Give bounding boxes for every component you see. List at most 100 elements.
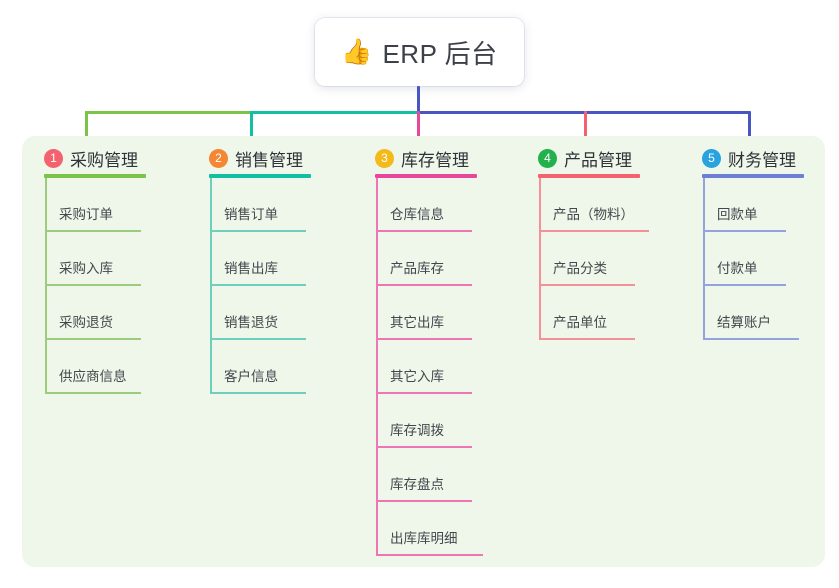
leaf-item[interactable]: 销售订单	[210, 178, 306, 232]
column-badge-5: 5	[702, 149, 721, 168]
column-badge-2: 2	[209, 149, 228, 168]
leaf-item[interactable]: 付款单	[703, 232, 786, 286]
bus-segment-teal	[250, 111, 418, 114]
drop-stub-column-5	[748, 111, 751, 145]
leaf-label: 回款单	[717, 207, 758, 222]
leaf-underline	[45, 230, 141, 232]
leaf-item[interactable]: 销售出库	[210, 232, 306, 286]
leaf-item[interactable]: 采购退货	[45, 286, 141, 340]
leaf-label: 库存盘点	[390, 477, 444, 492]
column-header-3[interactable]: 3 库存管理	[375, 146, 469, 171]
leaf-item[interactable]: 库存盘点	[376, 448, 472, 502]
leaf-label: 结算账户	[717, 315, 771, 330]
leaf-label: 仓库信息	[390, 207, 444, 222]
leaf-label: 产品单位	[553, 315, 607, 330]
leaf-item[interactable]: 产品单位	[539, 286, 635, 340]
column-badge-3: 3	[375, 149, 394, 168]
column-underline-4	[538, 174, 640, 178]
bus-segment-green	[85, 111, 251, 114]
column-header-4[interactable]: 4 产品管理	[538, 146, 632, 171]
leaf-underline	[210, 230, 306, 232]
leaf-item[interactable]: 结算账户	[703, 286, 799, 340]
leaf-item[interactable]: 其它出库	[376, 286, 472, 340]
column-underline-3	[375, 174, 477, 178]
column-spine-1	[45, 178, 47, 394]
drop-stub-column-1	[85, 111, 88, 145]
leaf-underline	[376, 230, 472, 232]
column-underline-1	[44, 174, 146, 178]
leaf-underline	[45, 284, 141, 286]
drop-stub-column-2	[250, 111, 253, 145]
leaf-underline	[376, 392, 472, 394]
thumbs-up-icon: 👍	[341, 37, 373, 66]
bus-segment-blue	[417, 111, 749, 114]
leaf-underline	[539, 338, 635, 340]
leaf-underline	[376, 446, 472, 448]
leaf-underline	[376, 500, 472, 502]
leaf-underline	[210, 392, 306, 394]
leaf-label: 销售退货	[224, 315, 278, 330]
leaf-underline	[210, 284, 306, 286]
leaf-underline	[376, 338, 472, 340]
column-title-5: 财务管理	[728, 151, 796, 170]
leaf-label: 采购订单	[59, 207, 113, 222]
leaf-item[interactable]: 产品库存	[376, 232, 472, 286]
diagram-panel	[22, 136, 825, 567]
column-underline-2	[209, 174, 311, 178]
leaf-underline	[703, 338, 799, 340]
column-header-5[interactable]: 5 财务管理	[702, 146, 796, 171]
leaf-label: 产品分类	[553, 261, 607, 276]
leaf-item[interactable]: 库存调拨	[376, 394, 472, 448]
leaf-item[interactable]: 回款单	[703, 178, 786, 232]
column-underline-5	[702, 174, 804, 178]
leaf-label: 产品库存	[390, 261, 444, 276]
leaf-underline	[376, 554, 483, 556]
column-header-2[interactable]: 2 销售管理	[209, 146, 303, 171]
leaf-label: 其它出库	[390, 315, 444, 330]
leaf-item[interactable]: 产品（物料）	[539, 178, 649, 232]
leaf-label: 销售出库	[224, 261, 278, 276]
drop-stub-column-4	[584, 111, 587, 145]
leaf-label: 库存调拨	[390, 423, 444, 438]
leaf-label: 付款单	[717, 261, 758, 276]
leaf-label: 采购退货	[59, 315, 113, 330]
leaf-item[interactable]: 仓库信息	[376, 178, 472, 232]
column-title-1: 采购管理	[70, 151, 138, 170]
leaf-underline	[539, 284, 635, 286]
leaf-underline	[210, 338, 306, 340]
leaf-item[interactable]: 产品分类	[539, 232, 635, 286]
drop-stub-column-3	[417, 111, 420, 145]
column-spine-2	[210, 178, 212, 394]
root-node-card[interactable]: 👍 ERP 后台	[315, 18, 524, 86]
root-node-title: ERP 后台	[382, 38, 498, 69]
leaf-label: 其它入库	[390, 369, 444, 384]
leaf-underline	[703, 230, 786, 232]
column-title-3: 库存管理	[401, 151, 469, 170]
leaf-item[interactable]: 出库库明细	[376, 502, 483, 556]
leaf-label: 出库库明细	[390, 531, 458, 546]
column-spine-4	[539, 178, 541, 340]
leaf-item[interactable]: 其它入库	[376, 340, 472, 394]
column-title-2: 销售管理	[235, 151, 303, 170]
leaf-label: 客户信息	[224, 369, 278, 384]
column-spine-5	[703, 178, 705, 340]
column-header-1[interactable]: 1 采购管理	[44, 146, 138, 171]
column-badge-4: 4	[538, 149, 557, 168]
leaf-label: 采购入库	[59, 261, 113, 276]
leaf-underline	[45, 338, 141, 340]
leaf-underline	[45, 392, 141, 394]
column-badge-1: 1	[44, 149, 63, 168]
leaf-item[interactable]: 采购订单	[45, 178, 141, 232]
leaf-label: 销售订单	[224, 207, 278, 222]
leaf-item[interactable]: 采购入库	[45, 232, 141, 286]
leaf-underline	[539, 230, 649, 232]
leaf-item[interactable]: 销售退货	[210, 286, 306, 340]
leaf-underline	[703, 284, 786, 286]
column-spine-3	[376, 178, 378, 556]
leaf-item[interactable]: 客户信息	[210, 340, 306, 394]
leaf-item[interactable]: 供应商信息	[45, 340, 141, 394]
column-title-4: 产品管理	[564, 151, 632, 170]
leaf-underline	[376, 284, 472, 286]
leaf-label: 供应商信息	[59, 369, 127, 384]
